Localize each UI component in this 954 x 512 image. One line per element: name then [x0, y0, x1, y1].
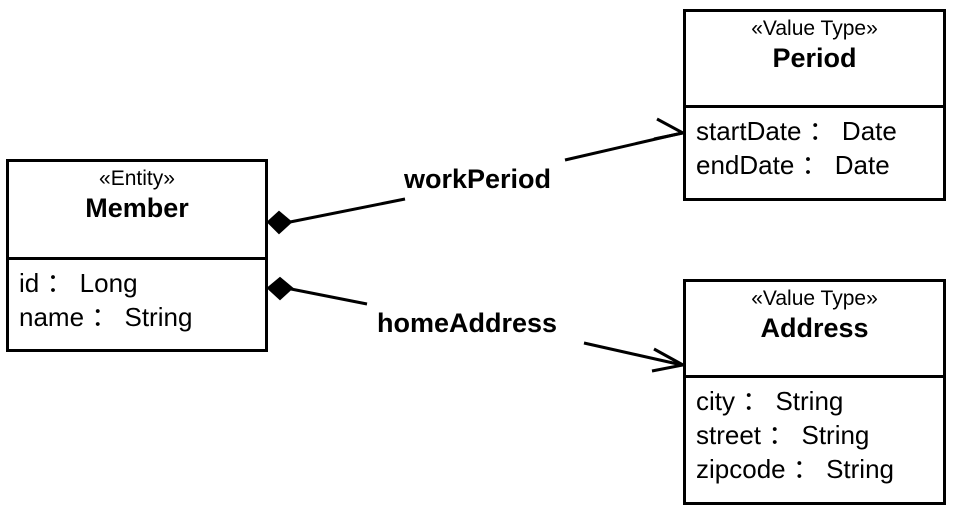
composition-diamond-workperiod	[266, 210, 293, 235]
open-arrowhead-workperiod	[653, 117, 688, 141]
class-attributes-member: id ： Long name ： String	[9, 260, 265, 352]
class-attributes-period: startDate ： Date endDate ： Date	[686, 108, 943, 198]
attribute-row: zipcode ： String	[696, 454, 894, 484]
composition-diamond-homeaddress	[266, 276, 294, 301]
association-line-homeaddress-left	[290, 287, 368, 306]
association-workperiod[interactable]	[266, 117, 688, 235]
class-stereotype-address: «Value Type»	[751, 287, 878, 310]
association-line-workperiod-left	[289, 197, 406, 224]
class-divider-period	[686, 105, 943, 108]
class-name-period: Period	[772, 43, 857, 73]
class-stereotype-member: «Entity»	[99, 167, 175, 190]
class-box-address[interactable]: «Value Type» Address city ： String stree…	[683, 279, 946, 505]
attribute-row: name ： String	[19, 302, 193, 332]
attribute-row: city ： String	[696, 386, 844, 416]
class-header-member: «Entity» Member	[9, 162, 265, 257]
class-stereotype-period: «Value Type»	[751, 17, 878, 40]
class-box-member[interactable]: «Entity» Member id ： Long name ： String	[6, 159, 268, 352]
association-label-workperiod: workPeriod	[404, 164, 552, 194]
class-box-period[interactable]: «Value Type» Period startDate ： Date end…	[683, 9, 946, 201]
class-header-period: «Value Type» Period	[686, 12, 943, 105]
association-line-homeaddress-right	[583, 341, 683, 367]
attribute-row: street ： String	[696, 420, 870, 450]
attribute-row: id ： Long	[19, 268, 138, 298]
class-divider-member	[9, 257, 265, 260]
class-attributes-address: city ： String street ： String zipcode ： …	[686, 378, 943, 502]
attribute-row: startDate ： Date	[696, 116, 897, 146]
association-label-homeaddress: homeAddress	[377, 308, 558, 338]
class-divider-address	[686, 375, 943, 378]
class-header-address: «Value Type» Address	[686, 282, 943, 375]
class-name-member: Member	[85, 193, 189, 223]
class-name-address: Address	[760, 313, 869, 343]
attribute-row: endDate ： Date	[696, 150, 890, 180]
